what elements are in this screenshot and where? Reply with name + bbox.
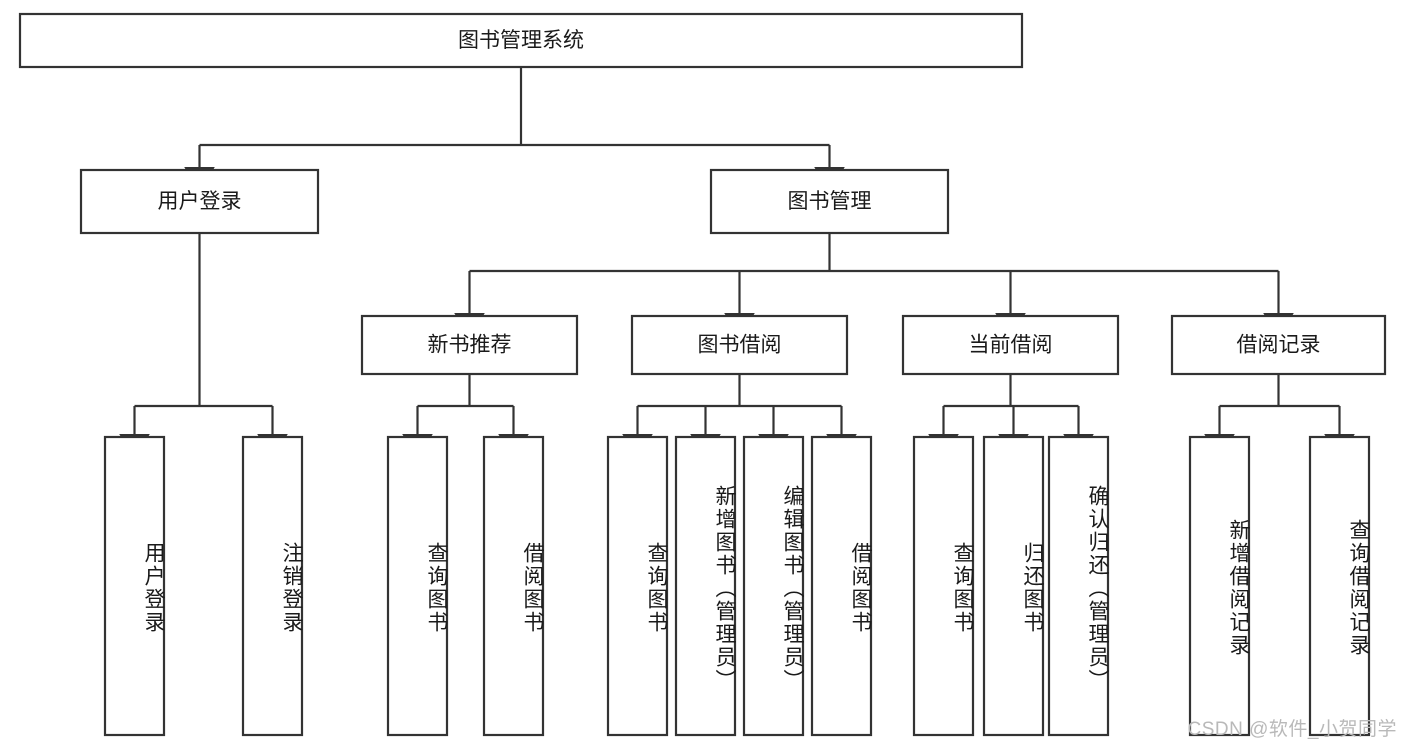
connector-layer (119, 67, 1355, 461)
node-box-current-borrow[interactable] (901, 314, 1120, 376)
node-box-new-book-recommend[interactable] (360, 314, 579, 376)
node-box-borrow-records[interactable] (1170, 314, 1387, 376)
node-box-add-book-admin[interactable] (674, 435, 737, 737)
node-box-borrow-book-1[interactable] (482, 435, 545, 737)
node-box-query-borrow-record[interactable] (1308, 435, 1371, 737)
node-box-borrow-book-2[interactable] (810, 435, 873, 737)
node-label-book-management: 图书管理 (788, 190, 872, 213)
node-label-new-book-recommend: 新书推荐 (428, 334, 512, 357)
node-box-query-book-2[interactable] (606, 435, 669, 737)
node-box-user-logout[interactable] (241, 435, 304, 737)
node-box-return-book[interactable] (982, 435, 1045, 737)
node-label-current-borrow: 当前借阅 (969, 334, 1053, 357)
node-box-root[interactable] (18, 12, 1024, 69)
node-label-book-borrow: 图书借阅 (698, 334, 782, 357)
node-label-root: 图书管理系统 (458, 29, 584, 52)
node-box-add-borrow-record[interactable] (1188, 435, 1251, 737)
box-layer (18, 12, 1387, 737)
node-box-query-book-3[interactable] (912, 435, 975, 737)
node-label-user-login: 用户登录 (158, 190, 242, 213)
node-box-book-management[interactable] (709, 168, 950, 235)
watermark-text: CSDN @软件_小贺同学 (1187, 719, 1397, 740)
node-label-borrow-records: 借阅记录 (1237, 334, 1321, 357)
node-box-user-login[interactable] (79, 168, 320, 235)
node-box-confirm-return-admin[interactable] (1047, 435, 1110, 737)
node-box-user-login-do[interactable] (103, 435, 166, 737)
node-box-query-book-1[interactable] (386, 435, 449, 737)
node-box-edit-book-admin[interactable] (742, 435, 805, 737)
node-box-book-borrow[interactable] (630, 314, 849, 376)
